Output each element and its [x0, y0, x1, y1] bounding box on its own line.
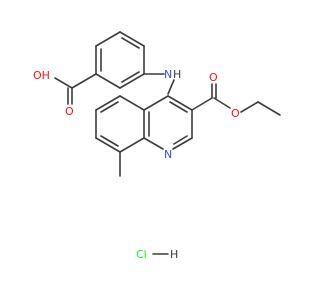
amine-nitrogen: N: [164, 68, 172, 81]
carboxyl-group: [54, 73, 97, 105]
benzo-ring: [95, 95, 145, 153]
structure-canvas: OH O N H O O N Cl H: [33, 31, 281, 261]
quinoline-nitrogen: N: [164, 148, 172, 161]
chloride-label: Cl: [136, 248, 147, 261]
hydroxyl-label: OH: [33, 69, 50, 82]
benzoic-ring: [95, 31, 145, 89]
ester-carbonyl-oxygen: O: [209, 71, 218, 84]
hydrogen-label: H: [170, 248, 178, 261]
ethyl-ester: [191, 83, 281, 116]
pyridine-ring: [143, 95, 193, 150]
amine-link: [143, 73, 175, 95]
molecule-drawing: OH O N H O O N Cl H: [33, 31, 281, 261]
ester-oxygen: O: [231, 107, 240, 120]
acid-carbonyl-oxygen: O: [65, 105, 74, 118]
amine-hydrogen: H: [173, 68, 181, 81]
